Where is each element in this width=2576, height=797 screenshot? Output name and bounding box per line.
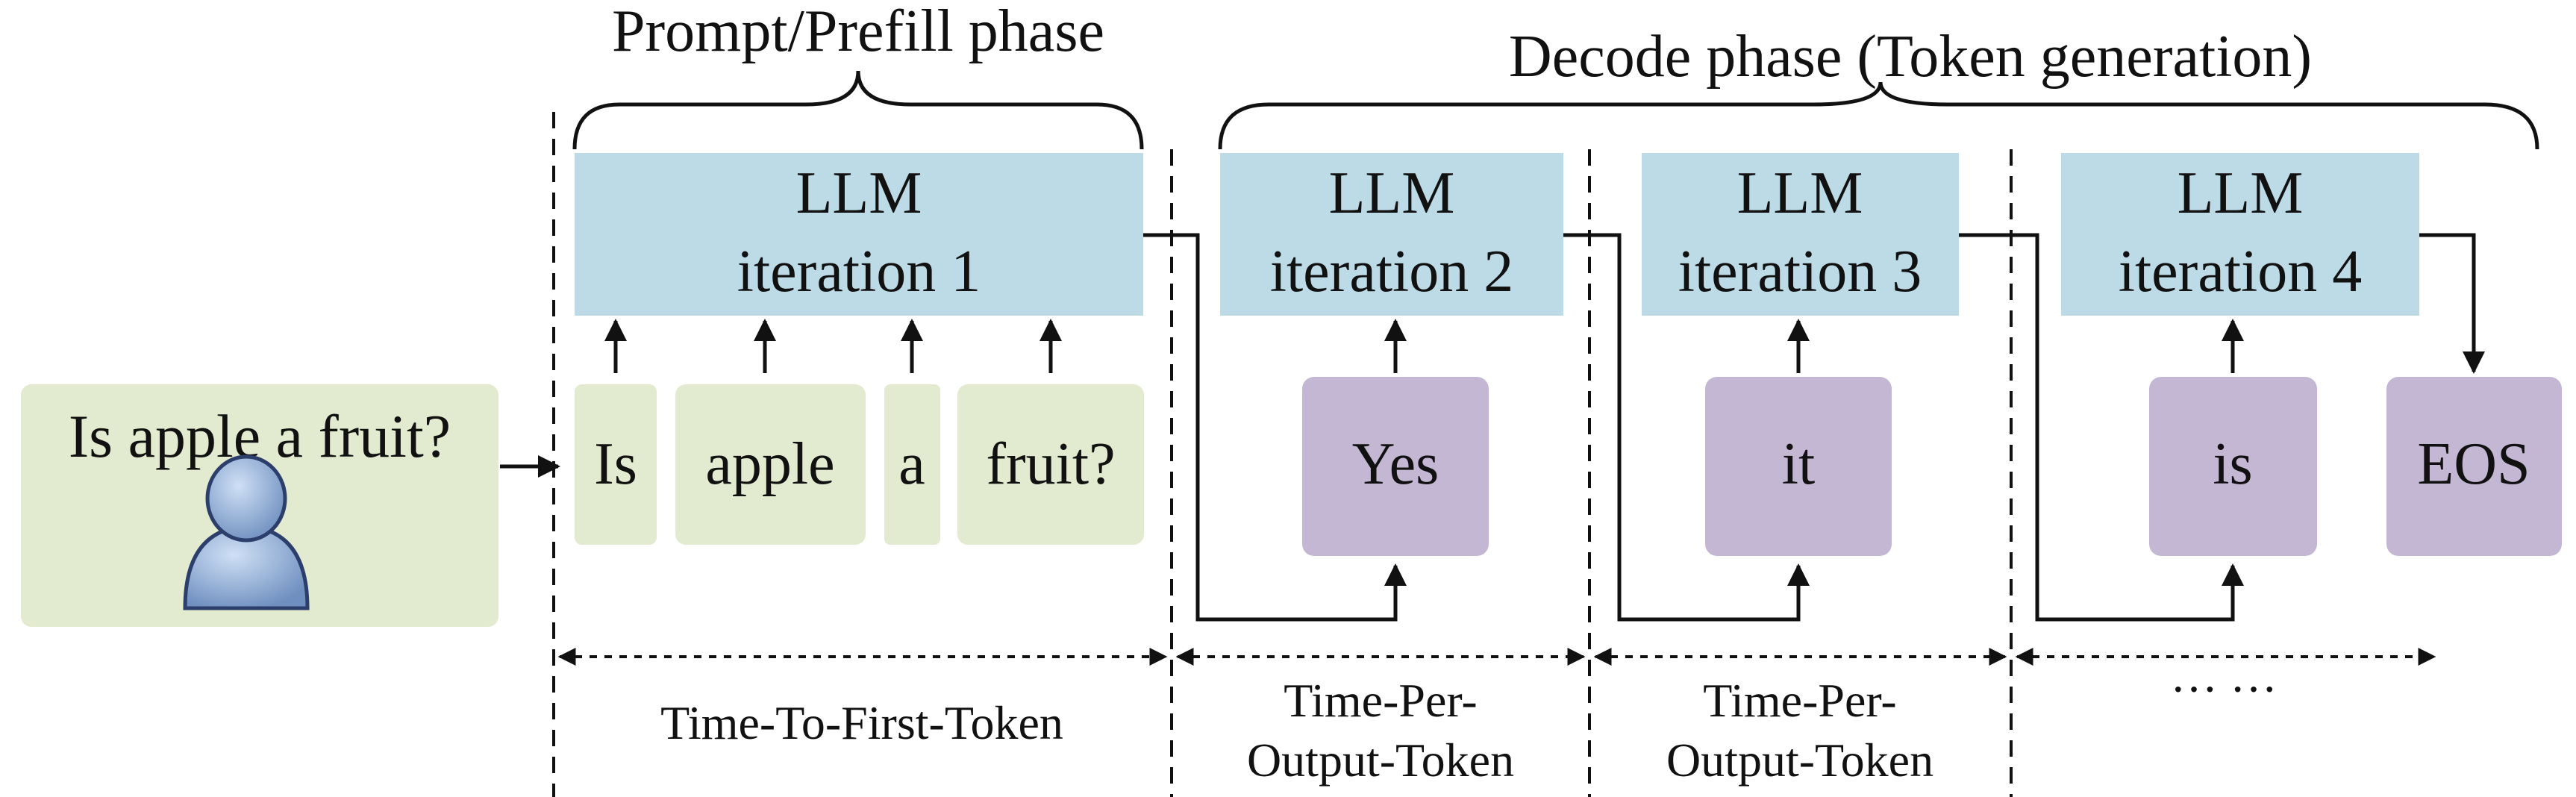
iteration-4-line1: LLM <box>2178 160 2304 226</box>
input-token-a-box <box>884 384 940 545</box>
output-token-it: it <box>1782 431 1815 497</box>
tpot-1-line2: Output-Token <box>1247 734 1514 787</box>
iteration-2-line1: LLM <box>1329 160 1455 226</box>
input-token-is-box <box>575 384 657 545</box>
iteration-1-line1: LLM <box>796 160 922 226</box>
iteration-2-line2: iteration 2 <box>1270 239 1514 304</box>
input-token-apple-box <box>675 384 866 545</box>
prefill-phase-label: Prompt/Prefill phase <box>612 0 1104 64</box>
output-token-eos-box <box>2386 377 2562 556</box>
iter1-to-yes <box>1143 233 1407 622</box>
output-token-it-box <box>1705 377 1892 556</box>
iteration-4-box <box>2061 153 2419 316</box>
iteration-1-line2: iteration 1 <box>737 239 981 304</box>
iteration-4-line2: iteration 4 <box>2119 239 2363 304</box>
tpot-2-line2: Output-Token <box>1666 734 1933 787</box>
tpot-2-line1: Time-Per- <box>1703 674 1896 727</box>
tpot-1-line1: Time-Per- <box>1284 674 1477 727</box>
iteration-2-box <box>1220 153 1563 316</box>
input-token-a: a <box>898 431 925 497</box>
output-token-yes: Yes <box>1352 431 1439 497</box>
feedback-connectors <box>1143 233 2485 622</box>
output-token-eos: EOS <box>2417 431 2530 497</box>
input-token-fruit-box <box>957 384 1144 545</box>
output-token-is: is <box>2213 431 2252 497</box>
output-arrows <box>1384 319 2244 373</box>
input-arrows <box>604 319 1062 373</box>
ttft-label: Time-To-First-Token <box>660 696 1063 749</box>
iter4-to-eos <box>2419 233 2485 374</box>
output-token-yes-box <box>1302 377 1489 556</box>
input-token-is: Is <box>594 431 637 497</box>
prefill-brace <box>572 70 1144 150</box>
input-token-fruit: fruit? <box>986 431 1115 497</box>
decode-phase-label: Decode phase (Token generation) <box>1509 24 2312 90</box>
input-token-apple: apple <box>705 431 834 497</box>
iter2-to-it <box>1563 233 1810 622</box>
iteration-1-box <box>575 153 1143 316</box>
user-icon <box>183 454 310 610</box>
iter3-to-is <box>1959 233 2244 622</box>
output-token-is-box <box>2149 377 2317 556</box>
iteration-3-line1: LLM <box>1737 160 1863 226</box>
ellipsis-label: ··· ··· <box>2170 663 2278 716</box>
phase-separators <box>552 112 2013 797</box>
iteration-3-line2: iteration 3 <box>1678 239 1922 304</box>
iteration-3-box <box>1642 153 1959 316</box>
decode-brace <box>1218 81 2539 150</box>
